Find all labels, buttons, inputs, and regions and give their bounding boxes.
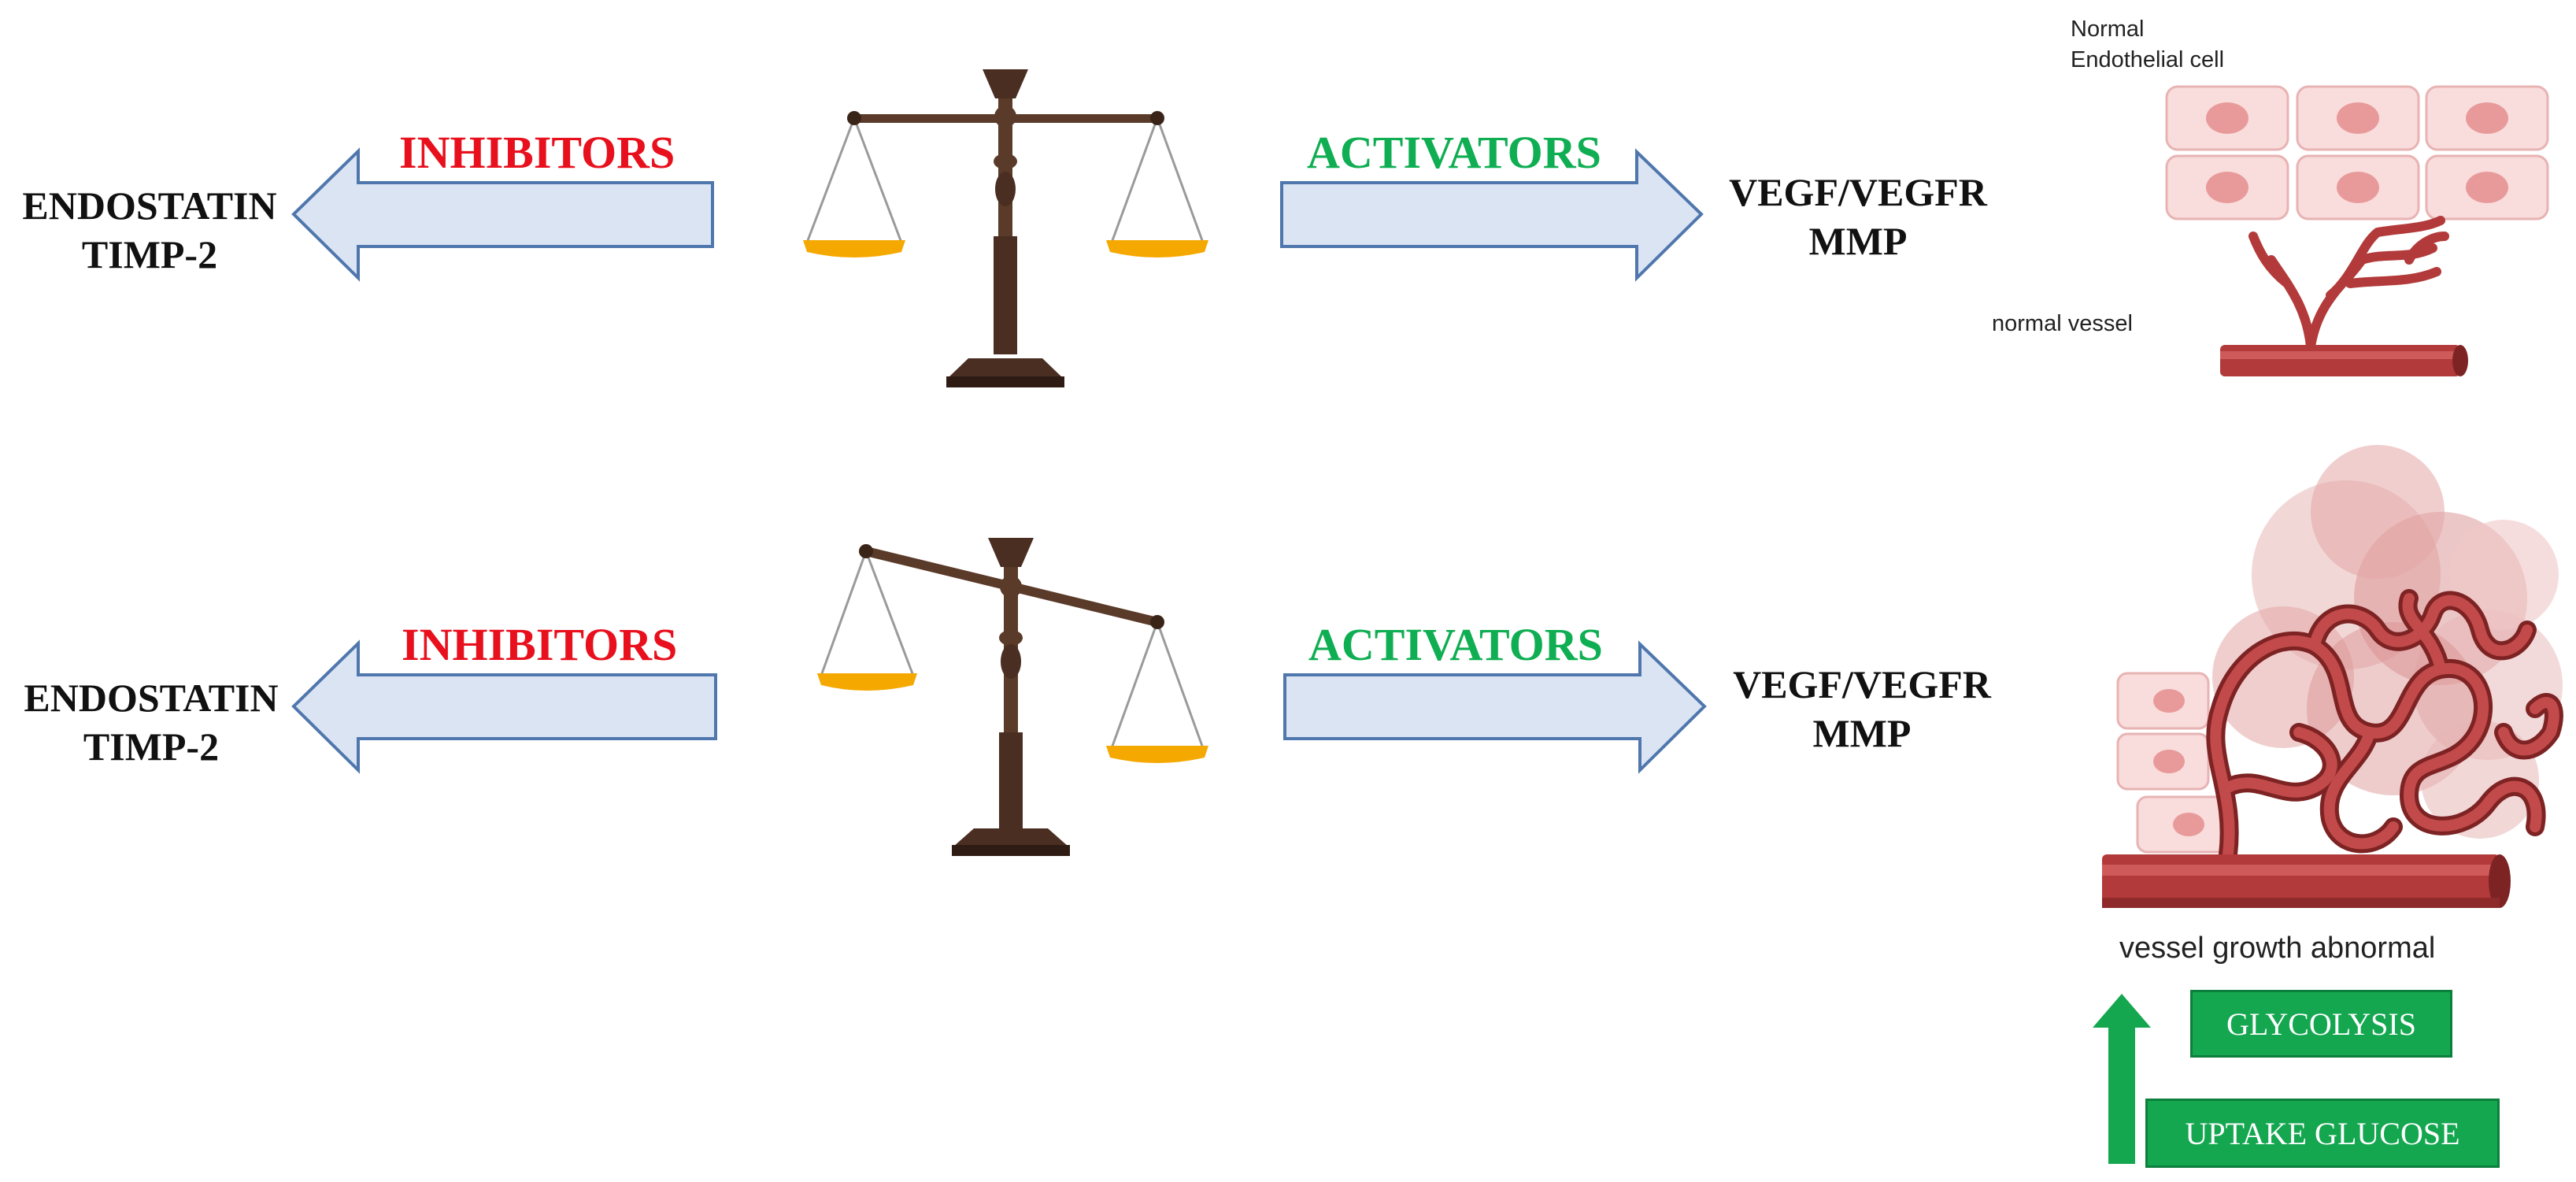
- bottom-mmp-label: MMP: [1812, 711, 1912, 755]
- endothelial-cells-abnormal: [2116, 672, 2234, 854]
- endothelial-cell-label: Endothelial cell: [2071, 47, 2225, 72]
- glycolysis-box: GLYCOLYSIS: [2190, 990, 2452, 1058]
- normal-vessel-icon: [2220, 216, 2468, 376]
- bottom-activators-arrow: [1283, 640, 1707, 774]
- up-arrow-icon: [2093, 994, 2151, 1164]
- vessel-growth-abnormal-label: vessel growth abnormal: [2119, 932, 2436, 965]
- top-vegf-label: VEGF/VEGFR: [1729, 170, 1987, 214]
- normal-endothelial-cells: [2165, 85, 2549, 220]
- bottom-activators-label: ACTIVATORS: [1308, 619, 1603, 670]
- balanced-scale-icon: [803, 69, 1208, 387]
- bottom-vegf-label: VEGF/VEGFR: [1733, 662, 1991, 706]
- abnormal-vessel-icon: [2102, 589, 2563, 908]
- top-inhibitors-label: INHIBITORS: [399, 127, 675, 178]
- top-activators-label: ACTIVATORS: [1307, 127, 1601, 178]
- top-inhibitors-arrow: [291, 147, 714, 282]
- normal-vessel-label: normal vessel: [1992, 311, 2133, 336]
- bottom-inhibitors-arrow: [291, 639, 717, 774]
- uptake-glucose-box: UPTAKE GLUCOSE: [2145, 1099, 2500, 1168]
- tipped-scale-icon: [817, 538, 1208, 856]
- top-endostatin-label: ENDOSTATIN: [22, 183, 277, 228]
- bottom-endostatin-label: ENDOSTATIN: [24, 676, 279, 720]
- normal-label: Normal: [2071, 17, 2145, 42]
- bottom-inhibitors-label: INHIBITORS: [402, 619, 678, 670]
- top-timp2-label: TIMP-2: [81, 232, 218, 276]
- bottom-timp2-label: TIMP-2: [83, 724, 220, 769]
- top-activators-arrow: [1280, 148, 1704, 282]
- top-mmp-label: MMP: [1808, 219, 1908, 263]
